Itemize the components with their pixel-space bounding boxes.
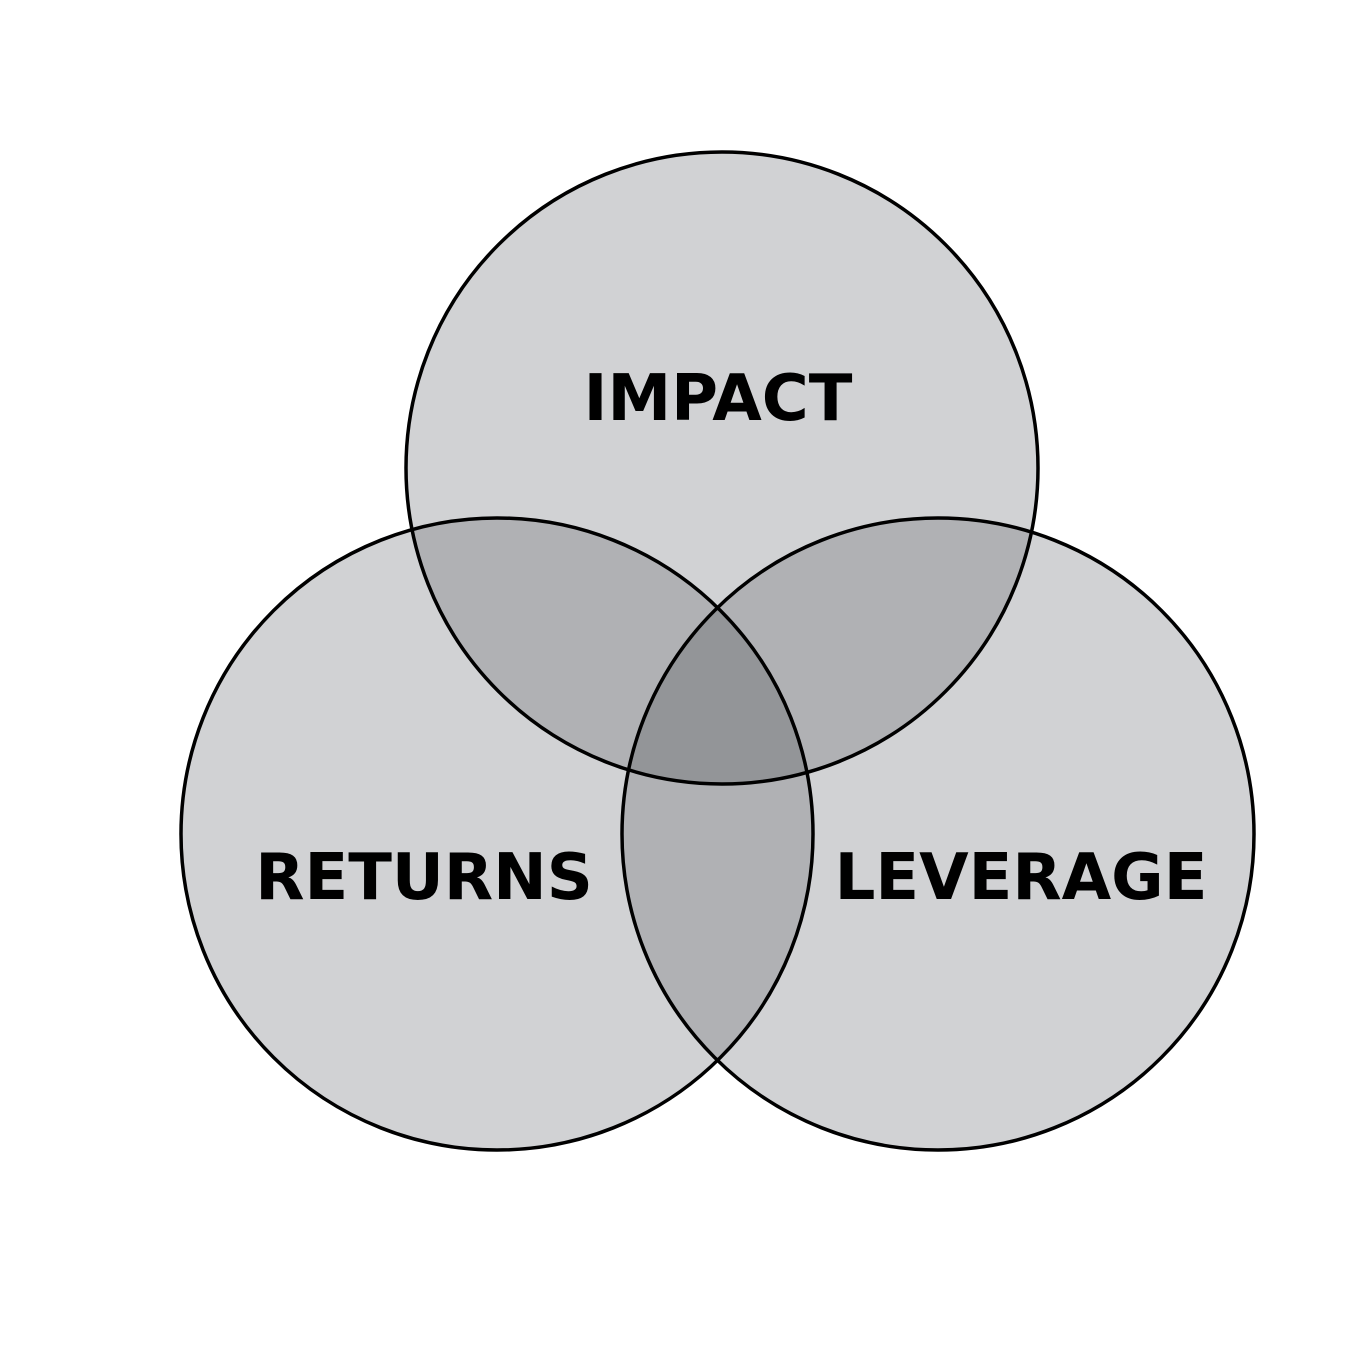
returns-label: RETURNS <box>255 841 593 915</box>
leverage-label: LEVERAGE <box>835 841 1208 915</box>
impact-label: IMPACT <box>584 362 853 436</box>
impact-leverage-overlap <box>622 518 1038 784</box>
impact-returns-overlap <box>406 518 813 784</box>
returns-circle-outline <box>179 516 815 1152</box>
leverage-circle-outline <box>620 516 1256 1152</box>
impact-circle-outline <box>404 150 1040 786</box>
